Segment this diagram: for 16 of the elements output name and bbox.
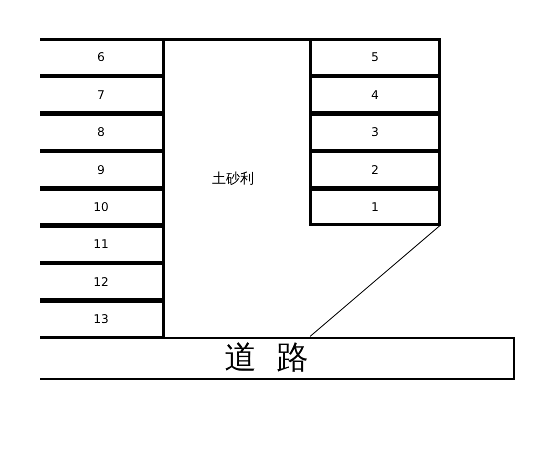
road: 道 路	[40, 337, 515, 380]
parking-space: 13	[40, 300, 162, 339]
parking-space: 5	[309, 38, 441, 77]
area-label: 土砂利	[212, 170, 254, 188]
parking-space: 12	[40, 262, 162, 302]
parking-space: 4	[309, 75, 441, 114]
gravel-area	[162, 38, 310, 338]
parking-space: 1	[309, 188, 441, 226]
parking-space: 7	[40, 75, 162, 114]
parking-space: 11	[40, 225, 162, 264]
parking-space: 10	[40, 188, 162, 226]
parking-space: 8	[40, 112, 162, 152]
parking-space: 9	[40, 150, 162, 190]
parking-space: 3	[309, 112, 441, 152]
parking-space: 2	[309, 150, 441, 190]
parking-space: 6	[40, 38, 162, 77]
